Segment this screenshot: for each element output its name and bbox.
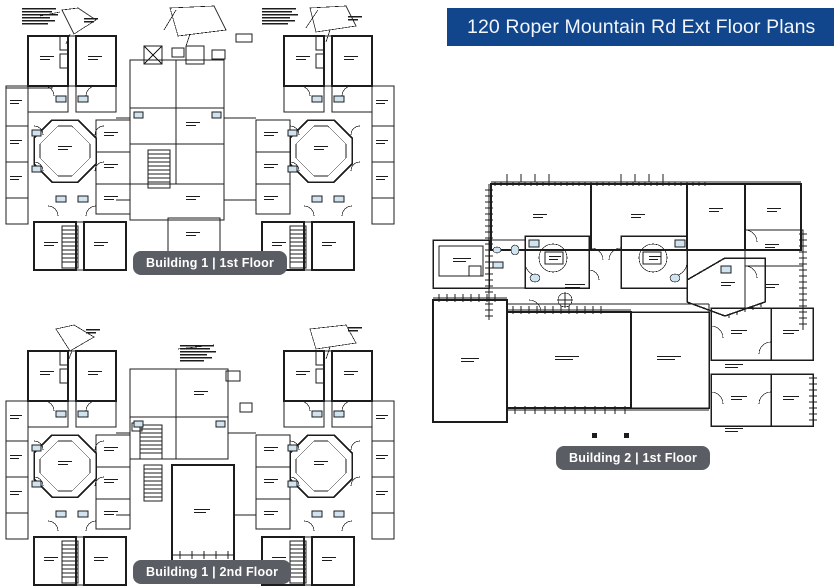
caption-building-1-second-floor-text: Building 1 | 2nd Floor bbox=[146, 565, 279, 579]
sheet-title-banner: 120 Roper Mountain Rd Ext Floor Plans bbox=[447, 8, 834, 46]
plan-drawing-building-1-first-floor bbox=[5, 5, 395, 271]
plan-drawing-building-2-first-floor bbox=[432, 174, 817, 438]
caption-building-2-first-floor: Building 2 | 1st Floor bbox=[556, 446, 711, 470]
sheet-title-text: 120 Roper Mountain Rd Ext Floor Plans bbox=[467, 15, 816, 38]
caption-building-1-first-floor: Building 1 | 1st Floor bbox=[133, 251, 288, 275]
caption-building-1-first-floor-text: Building 1 | 1st Floor bbox=[146, 256, 275, 270]
plan-building-1-second-floor bbox=[0, 315, 400, 588]
caption-building-2-first-floor-text: Building 2 | 1st Floor bbox=[569, 451, 698, 465]
caption-building-1-second-floor: Building 1 | 2nd Floor bbox=[133, 560, 292, 584]
plan-building-2-first-floor bbox=[425, 170, 834, 445]
plan-drawing-building-1-second-floor bbox=[5, 324, 395, 586]
plan-building-1-first-floor bbox=[0, 0, 400, 285]
